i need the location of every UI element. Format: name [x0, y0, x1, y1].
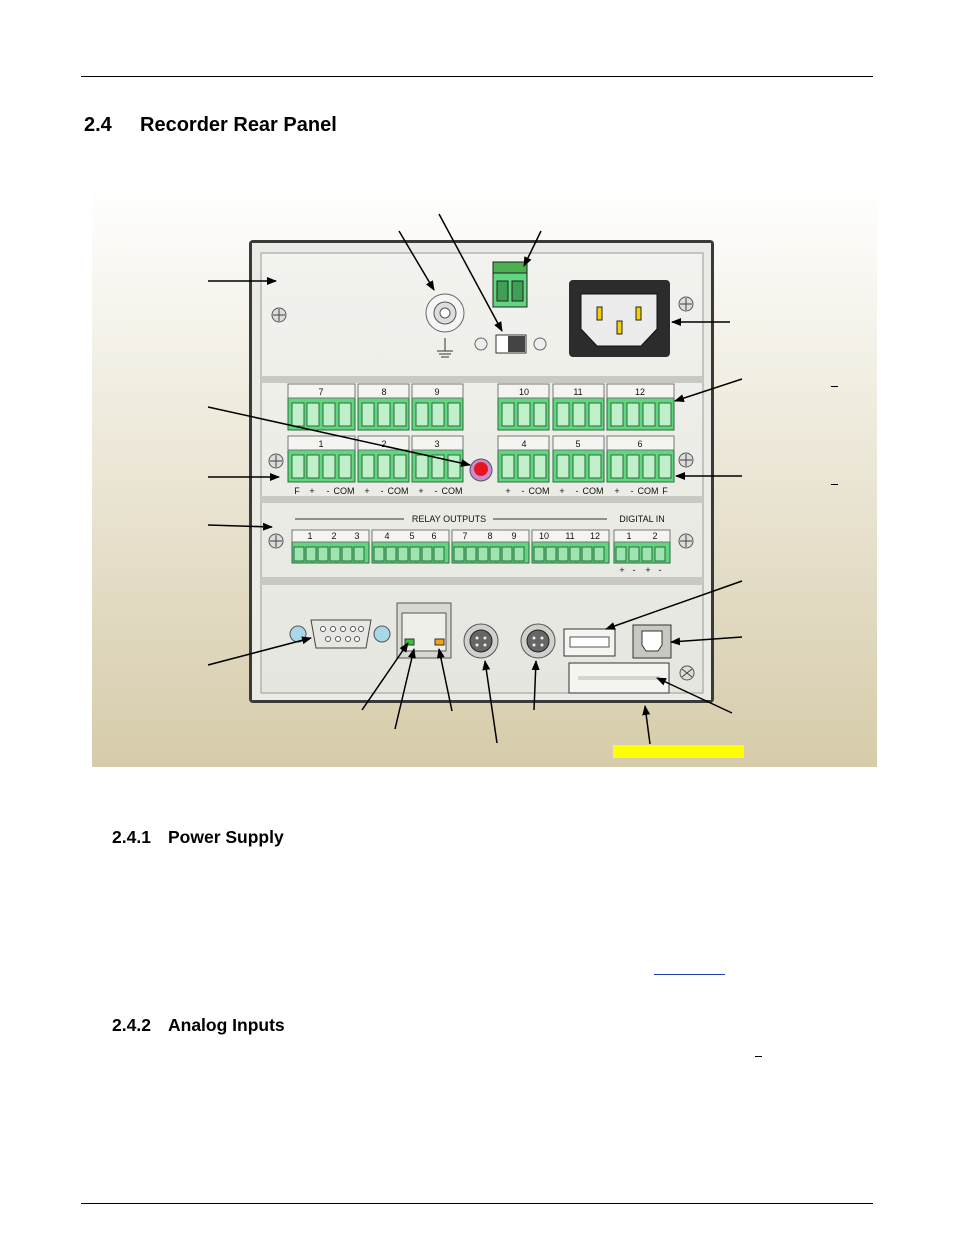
subsection-number: 2.4.2	[112, 1015, 151, 1035]
terminal-label: -	[576, 486, 579, 496]
relay-number: 9	[511, 531, 516, 541]
relay-number: 4	[384, 531, 389, 541]
relay-number: 5	[409, 531, 414, 541]
channel-10: 10	[519, 387, 529, 397]
hyperlink-underline[interactable]	[654, 974, 725, 975]
dash-mark	[831, 484, 838, 485]
channel-12: 12	[635, 387, 645, 397]
terminal-label: F	[294, 486, 300, 496]
digital-polarity: +	[645, 565, 650, 575]
terminal-label: +	[418, 486, 423, 496]
channel-4: 4	[521, 439, 526, 449]
terminal-label: COM	[583, 486, 604, 496]
terminal-label: +	[559, 486, 564, 496]
terminal-label: COM	[529, 486, 550, 496]
relay-number: 7	[462, 531, 467, 541]
digital-polarity: -	[633, 565, 636, 575]
relay-number: 3	[354, 531, 359, 541]
digital-number: 1	[626, 531, 631, 541]
terminal-label: -	[522, 486, 525, 496]
digital-polarity: +	[619, 565, 624, 575]
subsection-title: Analog Inputs	[168, 1015, 285, 1035]
dash-mark	[755, 1056, 762, 1057]
subsection-number: 2.4.1	[112, 827, 151, 847]
digital-number: 2	[652, 531, 657, 541]
footer-rule	[81, 1203, 873, 1204]
terminal-label: +	[364, 486, 369, 496]
channel-8: 8	[381, 387, 386, 397]
channel-5: 5	[575, 439, 580, 449]
terminal-label: COM	[388, 486, 409, 496]
relay-number: 8	[487, 531, 492, 541]
section-number: 2.4	[84, 114, 112, 136]
channel-11: 11	[573, 387, 582, 397]
subsection-heading-analog-inputs: 2.4.2 Analog Inputs	[112, 1015, 285, 1036]
channel-9: 9	[434, 387, 439, 397]
channel-3: 3	[434, 439, 439, 449]
terminal-label: -	[381, 486, 384, 496]
section-heading: 2.4 Recorder Rear Panel	[84, 114, 337, 137]
terminal-label: +	[614, 486, 619, 496]
terminal-label: -	[631, 486, 634, 496]
channel-7: 7	[318, 387, 323, 397]
terminal-label: +	[309, 486, 314, 496]
highlight-bar	[613, 745, 744, 758]
relay-number: 12	[590, 531, 600, 541]
terminal-label: COM	[334, 486, 355, 496]
relay-number: 6	[431, 531, 436, 541]
relay-number: 11	[565, 531, 574, 541]
terminal-label: +	[505, 486, 510, 496]
rear-panel-figure: 7 8 9 10 11 12 1 2 3 4	[92, 183, 877, 767]
channel-6: 6	[637, 439, 642, 449]
relay-outputs-title: RELAY OUTPUTS	[412, 514, 486, 524]
dash-mark	[831, 386, 838, 387]
section-title: Recorder Rear Panel	[140, 114, 337, 136]
channel-1: 1	[318, 439, 323, 449]
digital-in-title: DIGITAL IN	[619, 514, 665, 524]
terminal-label: -	[327, 486, 330, 496]
header-rule	[81, 76, 873, 77]
terminal-label: -	[435, 486, 438, 496]
relay-number: 2	[331, 531, 336, 541]
channel-2: 2	[381, 439, 386, 449]
digital-polarity: -	[659, 565, 662, 575]
terminal-label: COM	[638, 486, 659, 496]
subsection-title: Power Supply	[168, 827, 284, 847]
relay-number: 10	[539, 531, 549, 541]
terminal-label: COM	[442, 486, 463, 496]
terminal-label: F	[662, 486, 668, 496]
relay-number: 1	[307, 531, 312, 541]
subsection-heading-power-supply: 2.4.1 Power Supply	[112, 827, 284, 848]
